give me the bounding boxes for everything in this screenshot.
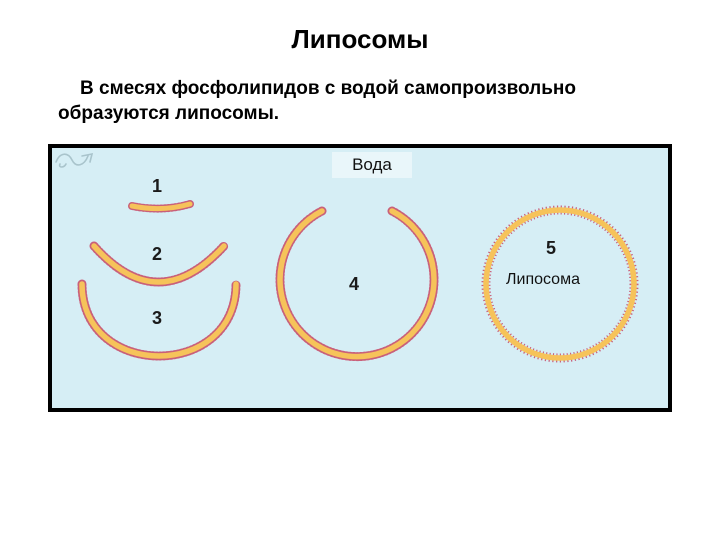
bilayer-fragment-3	[77, 279, 241, 361]
stage-label-5: 5	[546, 238, 557, 258]
slide-title: Липосомы	[291, 24, 429, 54]
stage-label-3: 3	[152, 308, 163, 328]
membrane-drawings	[77, 200, 639, 363]
bilayer-fragment-2	[89, 241, 229, 287]
liposome-label: Липосома	[506, 271, 580, 288]
bilayer-fragment-1	[128, 200, 194, 213]
liposome-circle	[481, 205, 639, 363]
intro-line-2: образуются липосомы.	[58, 103, 280, 124]
stage-label-4: 4	[349, 274, 360, 294]
stage-label-2: 2	[152, 244, 163, 264]
intro-line-1: В смесях фосфолипидов с водой самопроизв…	[80, 78, 577, 99]
watermark-logo-icon	[55, 152, 94, 168]
intro-text: В смесях фосфолипидов с водой самопроизв…	[58, 76, 678, 126]
stage-label-1: 1	[152, 176, 163, 196]
water-label: Вода	[332, 152, 412, 178]
bilayer-fragment-4	[275, 206, 439, 362]
liposome-diagram: Вода 1 2 3 4 5 Липосома	[48, 144, 672, 412]
